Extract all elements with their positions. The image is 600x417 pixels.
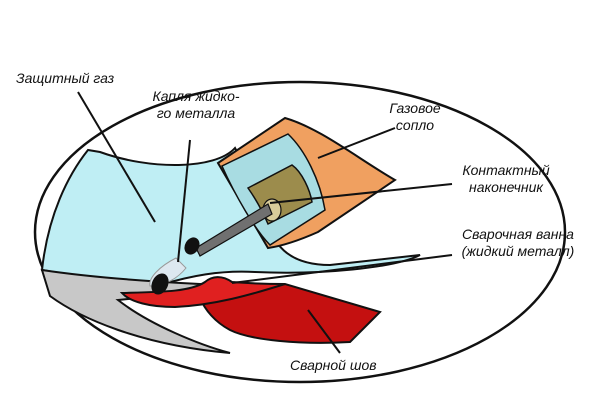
label-droplet-line1: Капля жидко-	[152, 88, 240, 104]
label-droplet: Капля жидко- го металла	[146, 88, 246, 122]
shielding-gas-area	[40, 146, 421, 286]
base-metal	[40, 268, 286, 354]
weld-pool	[119, 276, 286, 309]
leader-droplet	[177, 139, 191, 263]
label-contact-tip-line1: Контактный	[462, 162, 550, 178]
label-shielding-gas: Защитный газ	[16, 70, 115, 86]
leader-shielding-gas	[77, 91, 156, 223]
label-weld-pool-line2: (жидкий металл)	[461, 243, 575, 259]
label-gas-nozzle-line1: Газовое	[389, 100, 441, 116]
leader-gas-nozzle	[317, 127, 396, 159]
droplet-small	[184, 237, 200, 255]
electrode-wire	[195, 203, 273, 257]
label-weld-pool: Сварочная ванна (жидкий металл)	[448, 226, 588, 260]
droplet-large	[151, 273, 169, 295]
label-gas-nozzle: Газовое сопло	[370, 100, 460, 134]
label-droplet-line2: го металла	[156, 105, 236, 121]
leader-weld-pool	[231, 254, 453, 284]
leader-weld-seam	[307, 309, 341, 354]
label-weld-seam: Сварной шов	[290, 357, 377, 373]
label-weld-pool-line1: Сварочная ванна	[462, 226, 574, 242]
label-contact-tip: Контактный наконечник	[456, 162, 556, 196]
label-contact-tip-line2: наконечник	[469, 179, 543, 195]
label-gas-nozzle-line2: сопло	[395, 117, 435, 133]
leader-contact-tip	[269, 183, 453, 204]
